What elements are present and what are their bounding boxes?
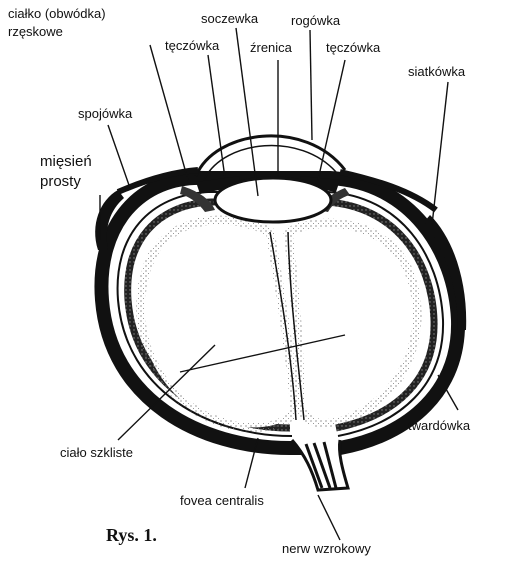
label-miesien-line2: prosty (40, 173, 81, 190)
label-teczowka-left: tęczówka (165, 38, 220, 53)
iris-left (196, 176, 240, 194)
leader-rogowka (309, 29, 313, 141)
leader-spojowka (107, 124, 131, 189)
leader-teczowka-left (207, 54, 226, 179)
label-nerw: nerw wzrokowy (282, 541, 371, 556)
label-cialko-line1: ciałko (obwódka) (8, 6, 106, 21)
label-cialko-line2: rzęskowe (8, 24, 63, 39)
vitreous-left-lobe (135, 215, 300, 432)
figure-caption: Rys. 1. (106, 525, 157, 545)
label-teczowka-right: tęczówka (326, 40, 381, 55)
leader-cialko (149, 44, 189, 181)
label-miesien-line1: mięsień (40, 153, 92, 170)
cornea-inner (204, 144, 337, 179)
label-rogowka: rogówka (291, 13, 341, 28)
vitreous-right-lobe (283, 218, 422, 429)
conjunctiva-left (116, 167, 199, 195)
iris-right (300, 176, 340, 192)
hyaloid-canal (269, 231, 305, 421)
labels: ciałko (obwódka) rzęskowe soczewka rogów… (8, 6, 471, 556)
eyeball (94, 134, 467, 492)
leader-cialo-szkliste-2 (179, 334, 346, 373)
rectus-muscle-left (95, 190, 124, 250)
leader-cialo-szkliste (117, 344, 216, 441)
label-zrenica: źrenica (250, 40, 293, 55)
leader-siatkowka (431, 81, 449, 226)
label-spojowka: spojówka (78, 106, 133, 121)
ciliary-body-left (180, 186, 215, 212)
leader-nerw (317, 494, 341, 541)
leader-twardowka (437, 374, 459, 411)
label-twardowka: twardówka (408, 418, 471, 433)
lens (213, 176, 333, 224)
leader-teczowka-right (317, 59, 346, 181)
optic-nerve-core (304, 441, 338, 489)
rectus-muscle-right (424, 215, 467, 330)
label-fovea: fovea centralis (180, 493, 264, 508)
leader-fovea (244, 437, 259, 489)
cornea (194, 134, 347, 177)
leader-soczewka (235, 27, 259, 197)
label-siatkowka: siatkówka (408, 64, 466, 79)
label-soczewka: soczewka (201, 11, 259, 26)
label-cialo-szkliste: ciało szkliste (60, 445, 133, 460)
leader-lines (99, 27, 459, 541)
conjunctiva-right (339, 169, 438, 213)
